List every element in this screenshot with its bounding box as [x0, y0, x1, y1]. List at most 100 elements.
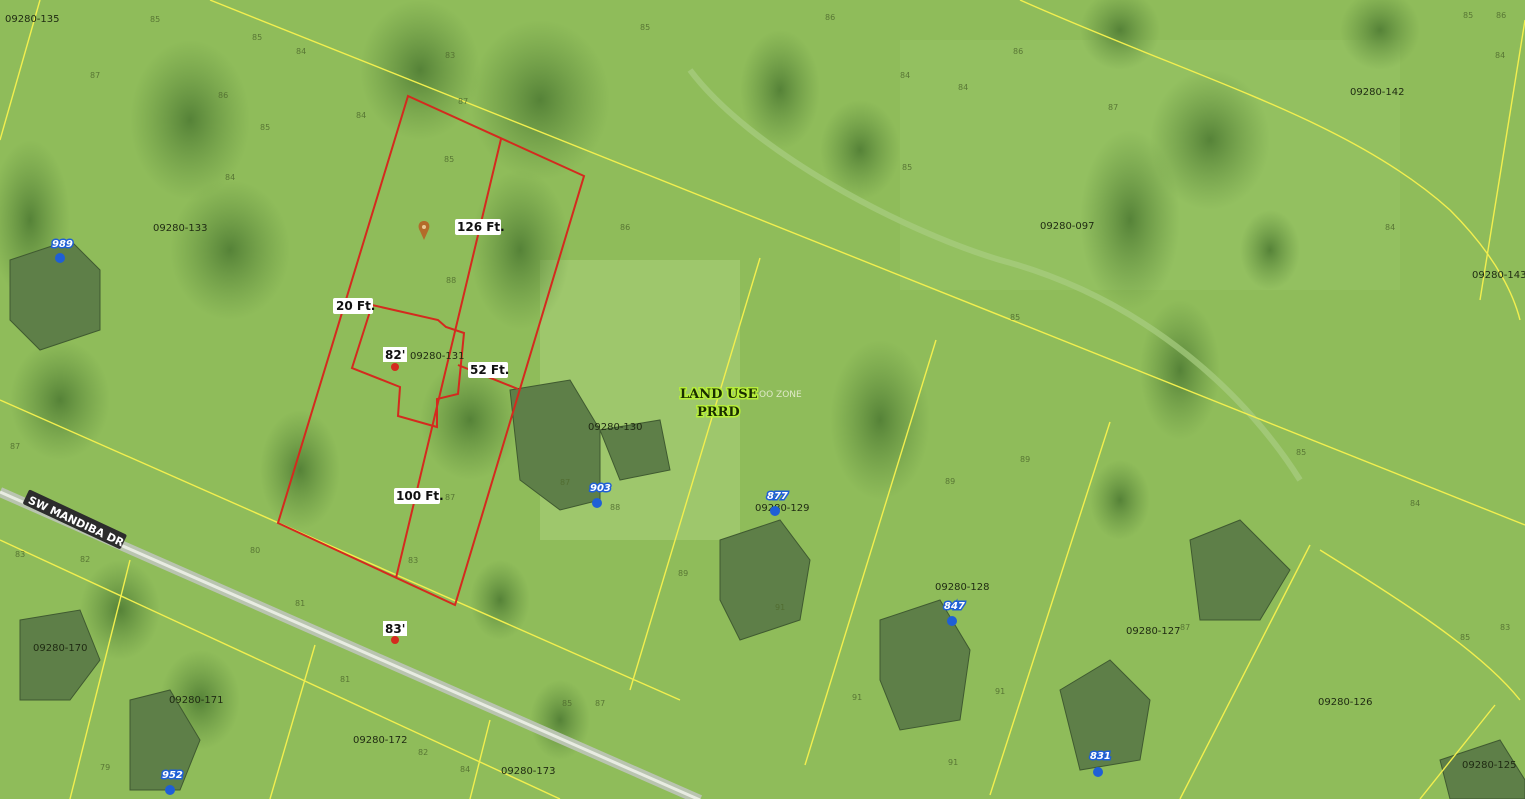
svg-text:91: 91 [852, 693, 862, 702]
svg-text:87: 87 [90, 71, 100, 80]
svg-text:85: 85 [902, 163, 912, 172]
svg-text:LAND USE: LAND USE [680, 387, 758, 402]
svg-text:84: 84 [958, 83, 968, 92]
svg-text:83: 83 [445, 51, 455, 60]
svg-text:83: 83 [1500, 623, 1510, 632]
svg-text:84: 84 [296, 47, 306, 56]
svg-text:84: 84 [460, 765, 470, 774]
parcel-id-label: 09280-173 [501, 766, 556, 777]
svg-text:85: 85 [1010, 313, 1020, 322]
parcel-id-label: 09280-131 [410, 351, 465, 362]
measurement-label: 20 Ft. [336, 299, 375, 313]
address-point[interactable]: 847 [943, 600, 966, 626]
address-point[interactable]: 952 [161, 769, 184, 795]
svg-text:82: 82 [418, 748, 428, 757]
svg-text:86: 86 [1013, 47, 1023, 56]
address-point[interactable]: 877 [766, 490, 789, 516]
svg-text:81: 81 [340, 675, 350, 684]
svg-text:88: 88 [446, 276, 456, 285]
parcel-id-label: 09280-130 [588, 422, 643, 433]
svg-text:84: 84 [1385, 223, 1395, 232]
svg-text:85: 85 [562, 699, 572, 708]
svg-text:87: 87 [1108, 103, 1118, 112]
svg-text:85: 85 [640, 23, 650, 32]
svg-text:91: 91 [995, 687, 1005, 696]
svg-text:84: 84 [1410, 499, 1420, 508]
svg-text:86: 86 [218, 91, 228, 100]
svg-text:81: 81 [295, 599, 305, 608]
svg-text:85: 85 [444, 155, 454, 164]
svg-text:84: 84 [225, 173, 235, 182]
svg-text:89: 89 [1020, 455, 1030, 464]
spot-elevation[interactable]: 82' [383, 347, 407, 371]
svg-text:87: 87 [1180, 623, 1190, 632]
svg-text:89: 89 [678, 569, 688, 578]
parcel-id-label: 09280-135 [5, 14, 60, 25]
parcel-id-label: 09280-127 [1126, 626, 1181, 637]
svg-text:PRRD: PRRD [697, 405, 740, 420]
svg-text:83: 83 [408, 556, 418, 565]
parcel-id-label: 09280-171 [169, 695, 224, 706]
svg-text:85: 85 [260, 123, 270, 132]
parcel-id-label: 09280-126 [1318, 697, 1373, 708]
svg-text:85: 85 [1296, 448, 1306, 457]
svg-text:831: 831 [1090, 751, 1111, 762]
svg-text:85: 85 [252, 33, 262, 42]
svg-text:82: 82 [80, 555, 90, 564]
svg-text:85: 85 [1460, 633, 1470, 642]
svg-text:847: 847 [944, 601, 965, 612]
parcel-id-label: 09280-143 [1472, 270, 1525, 281]
svg-text:86: 86 [825, 13, 835, 22]
svg-text:86: 86 [1496, 11, 1506, 20]
svg-text:86: 86 [620, 223, 630, 232]
svg-text:80: 80 [250, 546, 260, 555]
svg-text:87: 87 [445, 493, 455, 502]
address-point[interactable]: 831 [1089, 750, 1112, 777]
svg-text:84: 84 [356, 111, 366, 120]
svg-text:84: 84 [900, 71, 910, 80]
parcel-id-label: 09280-129 [755, 503, 810, 514]
svg-text:87: 87 [10, 442, 20, 451]
address-point[interactable]: 903 [589, 482, 612, 508]
building-footprints [9, 239, 1525, 799]
measurement-labels: 126 Ft. 20 Ft. 52 Ft. 100 Ft. [333, 219, 509, 504]
svg-text:83: 83 [15, 550, 25, 559]
svg-text:88: 88 [610, 503, 620, 512]
parcel-id-label: 09280-142 [1350, 87, 1405, 98]
measurement-label: 126 Ft. [457, 220, 505, 234]
tree-canopy [0, 0, 1420, 760]
measurement-label: 52 Ft. [470, 363, 509, 377]
svg-text:85: 85 [150, 15, 160, 24]
parcel-id-label: 09280-170 [33, 643, 88, 654]
svg-text:989: 989 [52, 239, 73, 250]
svg-text:85: 85 [1463, 11, 1473, 20]
svg-text:903: 903 [590, 483, 611, 494]
measurement-label: 100 Ft. [396, 489, 444, 503]
parcel-id-label: 09280-133 [153, 223, 208, 234]
svg-text:82': 82' [385, 348, 405, 362]
svg-text:87: 87 [560, 478, 570, 487]
svg-text:84: 84 [1495, 51, 1505, 60]
svg-text:952: 952 [162, 770, 183, 781]
spot-elevation[interactable]: 83' [383, 621, 407, 644]
address-point[interactable]: 989 [51, 238, 74, 263]
location-pin-icon[interactable] [418, 221, 430, 240]
parcel-id-label: 09280-125 [1462, 760, 1517, 771]
svg-text:83': 83' [385, 622, 405, 636]
svg-text:91: 91 [948, 758, 958, 767]
parcel-id-label: 09280-128 [935, 582, 990, 593]
contour-labels: 87 85 84 85 83 84 86 85 84 85 86 84 86 8… [10, 11, 1510, 774]
svg-text:87: 87 [595, 699, 605, 708]
zone-label: OO ZONE [759, 390, 802, 400]
svg-text:89: 89 [945, 477, 955, 486]
svg-text:877: 877 [767, 491, 788, 502]
land-use-label: LAND USE PRRD [679, 386, 760, 422]
svg-text:79: 79 [100, 763, 110, 772]
parcel-id-label: 09280-172 [353, 735, 408, 746]
svg-text:87: 87 [458, 97, 468, 106]
svg-text:91: 91 [775, 603, 785, 612]
creek-path [687, 68, 1303, 482]
